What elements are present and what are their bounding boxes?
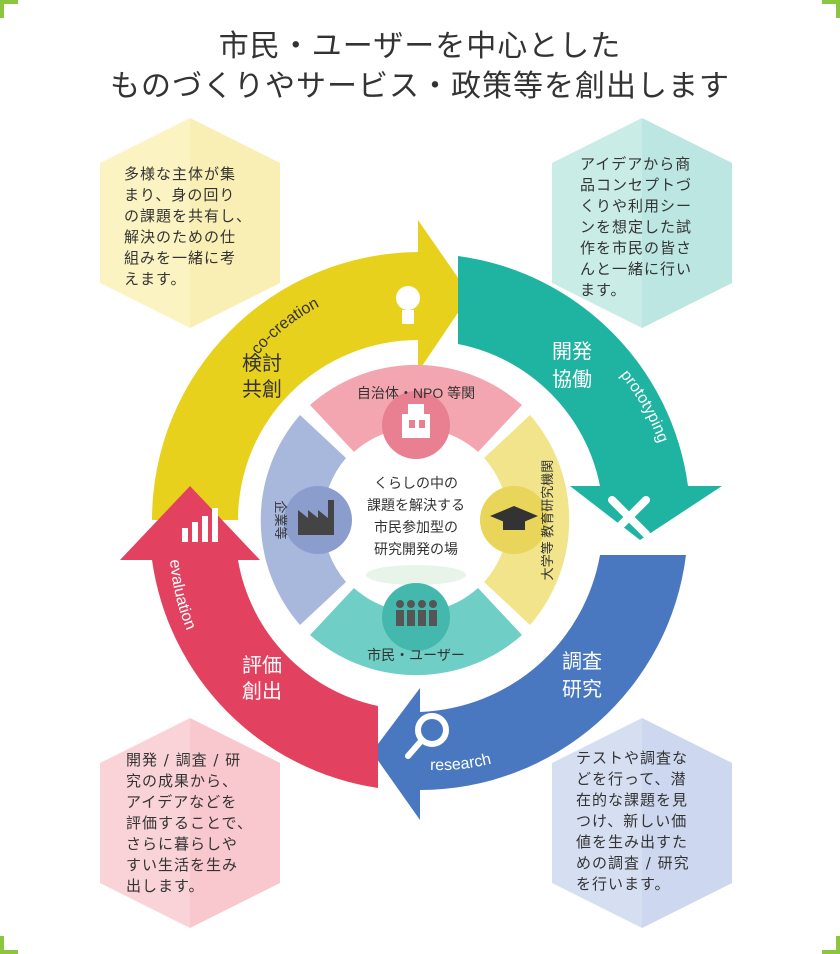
people-icon-glyph [396,600,437,626]
segment-cocreation [152,220,470,520]
center-text-line1: くらしの中の [374,475,458,491]
description-line: すい生活を生み [126,856,239,874]
phase-label-evaluation-2: 創出 [242,680,282,703]
description-line: を行います。 [576,875,671,893]
center-shadow [366,565,466,585]
people-icon [382,583,450,651]
corner-mark [0,936,18,954]
description-line: 究の成果から、 [126,772,239,790]
description-line: 作を市民の皆さ [580,239,693,257]
page-title-line2: ものづくりやサービス・政策等を創出します [110,69,730,104]
description-line: 開発 / 調査 / 研 [126,751,242,769]
description-line: つけ、新しい価 [576,812,688,830]
description-line: んと一緒に行い [580,260,693,278]
stakeholder-label-government: 自治体・NPO 等関 [357,385,475,401]
bar-chart-icon [182,508,218,542]
description-line: 組みを一緒に考 [124,249,237,267]
phase-label-prototyping-1: 開発 [552,340,592,363]
description-box-prototyping: アイデアから商品コンセプトづくりや利用シーンを想定した試作を市民の皆さんと一緒に… [552,118,732,328]
description-line: くりや利用シー [580,197,693,215]
corner-mark [822,0,840,18]
center-disc [324,428,508,612]
stakeholder-label-university: 大学等 教育研究機関 [540,460,555,581]
phase-label-cocreation-2: 共創 [242,378,282,401]
description-text-evaluation: 開発 / 調査 / 研究の成果から、アイデアなどを評価することで、さらに暮らしや… [126,750,253,897]
phase-label-cocreation-1: 検討 [242,352,282,375]
description-text-cocreation: 多様な主体が集まり、身の回りの課題を共有し、解決のための仕組みを一緒に考えます。 [124,164,252,290]
stakeholder-label-citizens: 市民・ユーザー [367,647,465,663]
description-line: 解決のための仕 [124,228,237,246]
description-line: の課題を共有し、 [124,207,253,225]
description-line: アイデアなどを [126,793,238,811]
description-text-research: テストや調査などを行って、潜在的な課題を見つけ、新しい価値を生み出すための調査 … [576,748,690,895]
description-text-prototyping: アイデアから商品コンセプトづくりや利用シーンを想定した試作を市民の皆さんと一緒に… [580,154,692,301]
city-hall-icon-glyph [402,404,430,438]
description-line: 値を生み出すた [576,833,689,851]
tools-icon [608,496,650,538]
center-text-line4: 研究開発の場 [374,541,458,557]
description-line: ます。 [580,281,627,299]
corner-mark [822,936,840,954]
description-box-evaluation: 開発 / 調査 / 研究の成果から、アイデアなどを評価することで、さらに暮らしや… [100,718,280,928]
phase-label-research-1: 調査 [562,650,602,673]
description-line: えます。 [124,270,187,288]
description-line: 出します。 [126,877,205,895]
description-box-research: テストや調査などを行って、潜在的な課題を見つけ、新しい価値を生み出すための調査 … [552,718,732,928]
page-title-line1: 市民・ユーザーを中心とした [218,29,622,64]
description-line: 多様な主体が集 [124,165,237,183]
description-box-cocreation: 多様な主体が集まり、身の回りの課題を共有し、解決のための仕組みを一緒に考えます。 [100,118,280,328]
description-line: アイデアから商 [580,155,692,173]
description-line: まり、身の回り [124,186,236,204]
segment-evaluation [120,486,378,788]
lightbulb-icon [396,286,420,324]
segment-prototyping [458,256,722,540]
center-text-line3: 市民参加型の [374,519,458,535]
phase-label-evaluation-1: 評価 [242,654,282,677]
description-line: テストや調査な [576,749,689,767]
description-line: ンを想定した試 [580,218,693,236]
center-text-line2: 課題を解決する [367,497,465,513]
stakeholder-label-companies: 企業等 [273,500,288,539]
description-line: 評価することで、 [126,814,253,832]
corner-mark [0,0,18,18]
magnifier-icon [405,713,449,759]
description-line: さらに暮らしや [126,835,238,853]
phase-label-prototyping-2: 協働 [552,368,592,391]
description-line: 在的な課題を見 [576,791,689,809]
phase-label-research-2: 研究 [562,678,602,701]
description-line: どを行って、潜 [576,770,687,788]
description-line: めの調査 / 研究 [576,854,690,872]
segment-research [372,555,686,820]
description-line: 品コンセプトづ [580,176,693,194]
